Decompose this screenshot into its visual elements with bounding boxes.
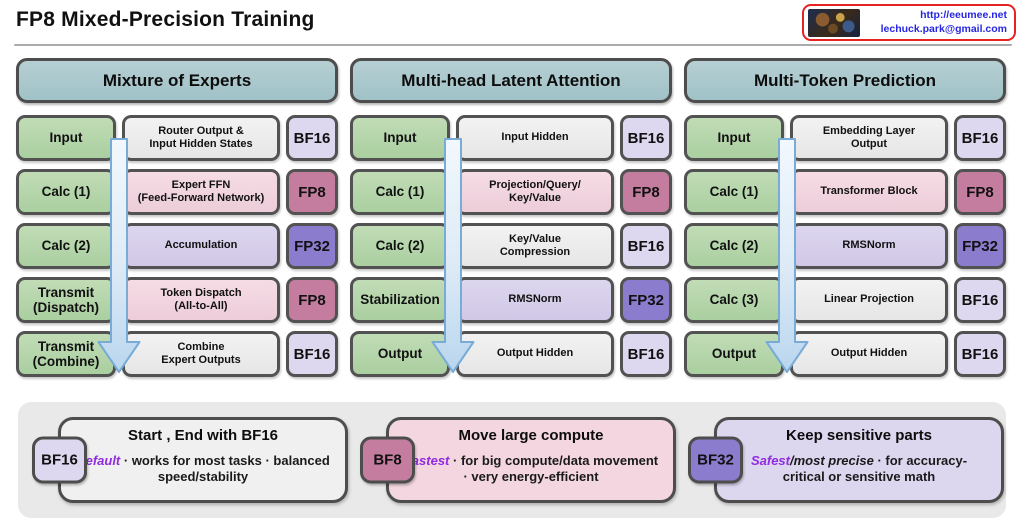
site-url-link[interactable]: http://eeumee.net [920,8,1007,21]
precision-chip: BF16 [954,331,1006,377]
precision-chip: BF16 [620,223,672,269]
precision-chip: BF16 [620,115,672,161]
legend-strip: BF16 Start , End with BF16 Default · wor… [18,402,1006,518]
precision-chip: BF16 [620,331,672,377]
pipeline-row: Output Output Hidden BF16 [350,331,672,377]
pipeline-row: Input Input Hidden BF16 [350,115,672,161]
precision-chip: FP32 [954,223,1006,269]
pipeline-row: Calc (2) RMSNorm FP32 [684,223,1006,269]
stage-description-cell: Token Dispatch (All-to-All) [122,277,280,323]
stage-description-cell: Linear Projection [790,277,948,323]
stage-description-cell: Key/Value Compression [456,223,614,269]
pipeline-row: Transmit (Dispatch) Token Dispatch (All-… [16,277,338,323]
stage-description-cell: Output Hidden [790,331,948,377]
stage-description-cell: Expert FFN (Feed-Forward Network) [122,169,280,215]
logo-image [808,8,860,37]
pipeline-row: Calc (1) Transformer Block FP8 [684,169,1006,215]
precision-chip: BF16 [286,115,338,161]
pipeline-row: Input Router Output & Input Hidden State… [16,115,338,161]
stage-label-cell: Output [350,331,450,377]
stage-description-cell: Output Hidden [456,331,614,377]
stage-label-cell: Input [16,115,116,161]
pipeline-columns: Mixture of Experts Input Router Output &… [16,58,1006,377]
legend-highlight-text: Safest [750,453,790,468]
stage-description-cell: Transformer Block [790,169,948,215]
stage-label-cell: Transmit (Combine) [16,331,116,377]
stage-label-cell: Calc (1) [684,169,784,215]
pipeline-row: Calc (3) Linear Projection BF16 [684,277,1006,323]
stage-label-cell: Input [684,115,784,161]
legend-rest-text: · for accuracy-critical or sensitive mat… [782,453,968,485]
stage-description-cell: Input Hidden [456,115,614,161]
title-divider [14,44,1012,46]
legend-italic-text: /most precise [790,453,874,468]
stage-label-cell: Stabilization [350,277,450,323]
pipeline-column: Mixture of Experts Input Router Output &… [16,58,338,377]
column-header: Mixture of Experts [16,58,338,103]
pipeline-row: Calc (1) Projection/Query/ Key/Value FP8 [350,169,672,215]
author-logo-box: http://eeumee.net lechuck.park@gmail.com [802,4,1016,41]
stage-description-cell: Router Output & Input Hidden States [122,115,280,161]
stage-label-cell: Transmit (Dispatch) [16,277,116,323]
legend-card-body: Safest/most precise · for accuracy-criti… [731,453,987,486]
column-rows: Input Embedding Layer Output BF16 Calc (… [684,115,1006,377]
precision-chip: FP8 [620,169,672,215]
column-rows: Input Input Hidden BF16 Calc (1) Project… [350,115,672,377]
flow-down-arrow-icon [431,138,475,373]
page-title: FP8 Mixed-Precision Training [16,8,315,31]
precision-chip: BF16 [954,277,1006,323]
legend-card: BF16 Start , End with BF16 Default · wor… [32,417,348,503]
stage-label-cell: Output [684,331,784,377]
legend-card-title: Start , End with BF16 [127,427,278,444]
legend-card-body: Default · works for most tasks · balance… [75,453,331,486]
author-links: http://eeumee.net lechuck.park@gmail.com [866,9,1007,36]
pipeline-column: Multi-head Latent Attention Input Input … [350,58,672,377]
stage-description-cell: Accumulation [122,223,280,269]
legend-rest-text: · works for most tasks · balanced speed/… [120,453,330,485]
legend-card: BF32 Keep sensitive parts Safest/most pr… [688,417,1004,503]
legend-card-title: Move large compute [458,427,604,444]
column-header: Multi-Token Prediction [684,58,1006,103]
column-header: Multi-head Latent Attention [350,58,672,103]
precision-chip: FP32 [620,277,672,323]
precision-chip: BF16 [286,331,338,377]
stage-description-cell: Projection/Query/ Key/Value [456,169,614,215]
legend-highlight-text: Fastest [403,453,450,468]
stage-description-cell: RMSNorm [790,223,948,269]
precision-chip: FP32 [286,223,338,269]
pipeline-row: Calc (2) Accumulation FP32 [16,223,338,269]
precision-chip: FP8 [286,169,338,215]
legend-rest-text: · for big compute/data movement · very e… [449,453,659,485]
pipeline-column: Multi-Token Prediction Input Embedding L… [684,58,1006,377]
pipeline-row: Calc (1) Expert FFN (Feed-Forward Networ… [16,169,338,215]
precision-chip: BF16 [954,115,1006,161]
precision-chip: FP8 [954,169,1006,215]
flow-down-arrow-icon [765,138,809,373]
precision-chip: FP8 [286,277,338,323]
stage-label-cell: Calc (2) [16,223,116,269]
pipeline-row: Transmit (Combine) Combine Expert Output… [16,331,338,377]
stage-label-cell: Calc (2) [684,223,784,269]
stage-description-cell: Embedding Layer Output [790,115,948,161]
legend-highlight-text: Default [76,453,121,468]
stage-label-cell: Calc (1) [16,169,116,215]
column-rows: Input Router Output & Input Hidden State… [16,115,338,377]
legend-card-title: Keep sensitive parts [786,427,932,444]
pipeline-row: Output Output Hidden BF16 [684,331,1006,377]
stage-description-cell: RMSNorm [456,277,614,323]
email-link[interactable]: lechuck.park@gmail.com [880,22,1007,35]
stage-label-cell: Calc (1) [350,169,450,215]
legend-card: BF8 Move large compute Fastest · for big… [360,417,676,503]
legend-card-body: Fastest · for big compute/data movement … [403,453,659,486]
pipeline-row: Stabilization RMSNorm FP32 [350,277,672,323]
precision-badge: BF16 [32,436,87,484]
precision-badge: BF8 [360,436,415,484]
stage-label-cell: Input [350,115,450,161]
stage-description-cell: Combine Expert Outputs [122,331,280,377]
pipeline-row: Calc (2) Key/Value Compression BF16 [350,223,672,269]
flow-down-arrow-icon [97,138,141,373]
precision-badge: BF32 [688,436,743,484]
pipeline-row: Input Embedding Layer Output BF16 [684,115,1006,161]
stage-label-cell: Calc (2) [350,223,450,269]
